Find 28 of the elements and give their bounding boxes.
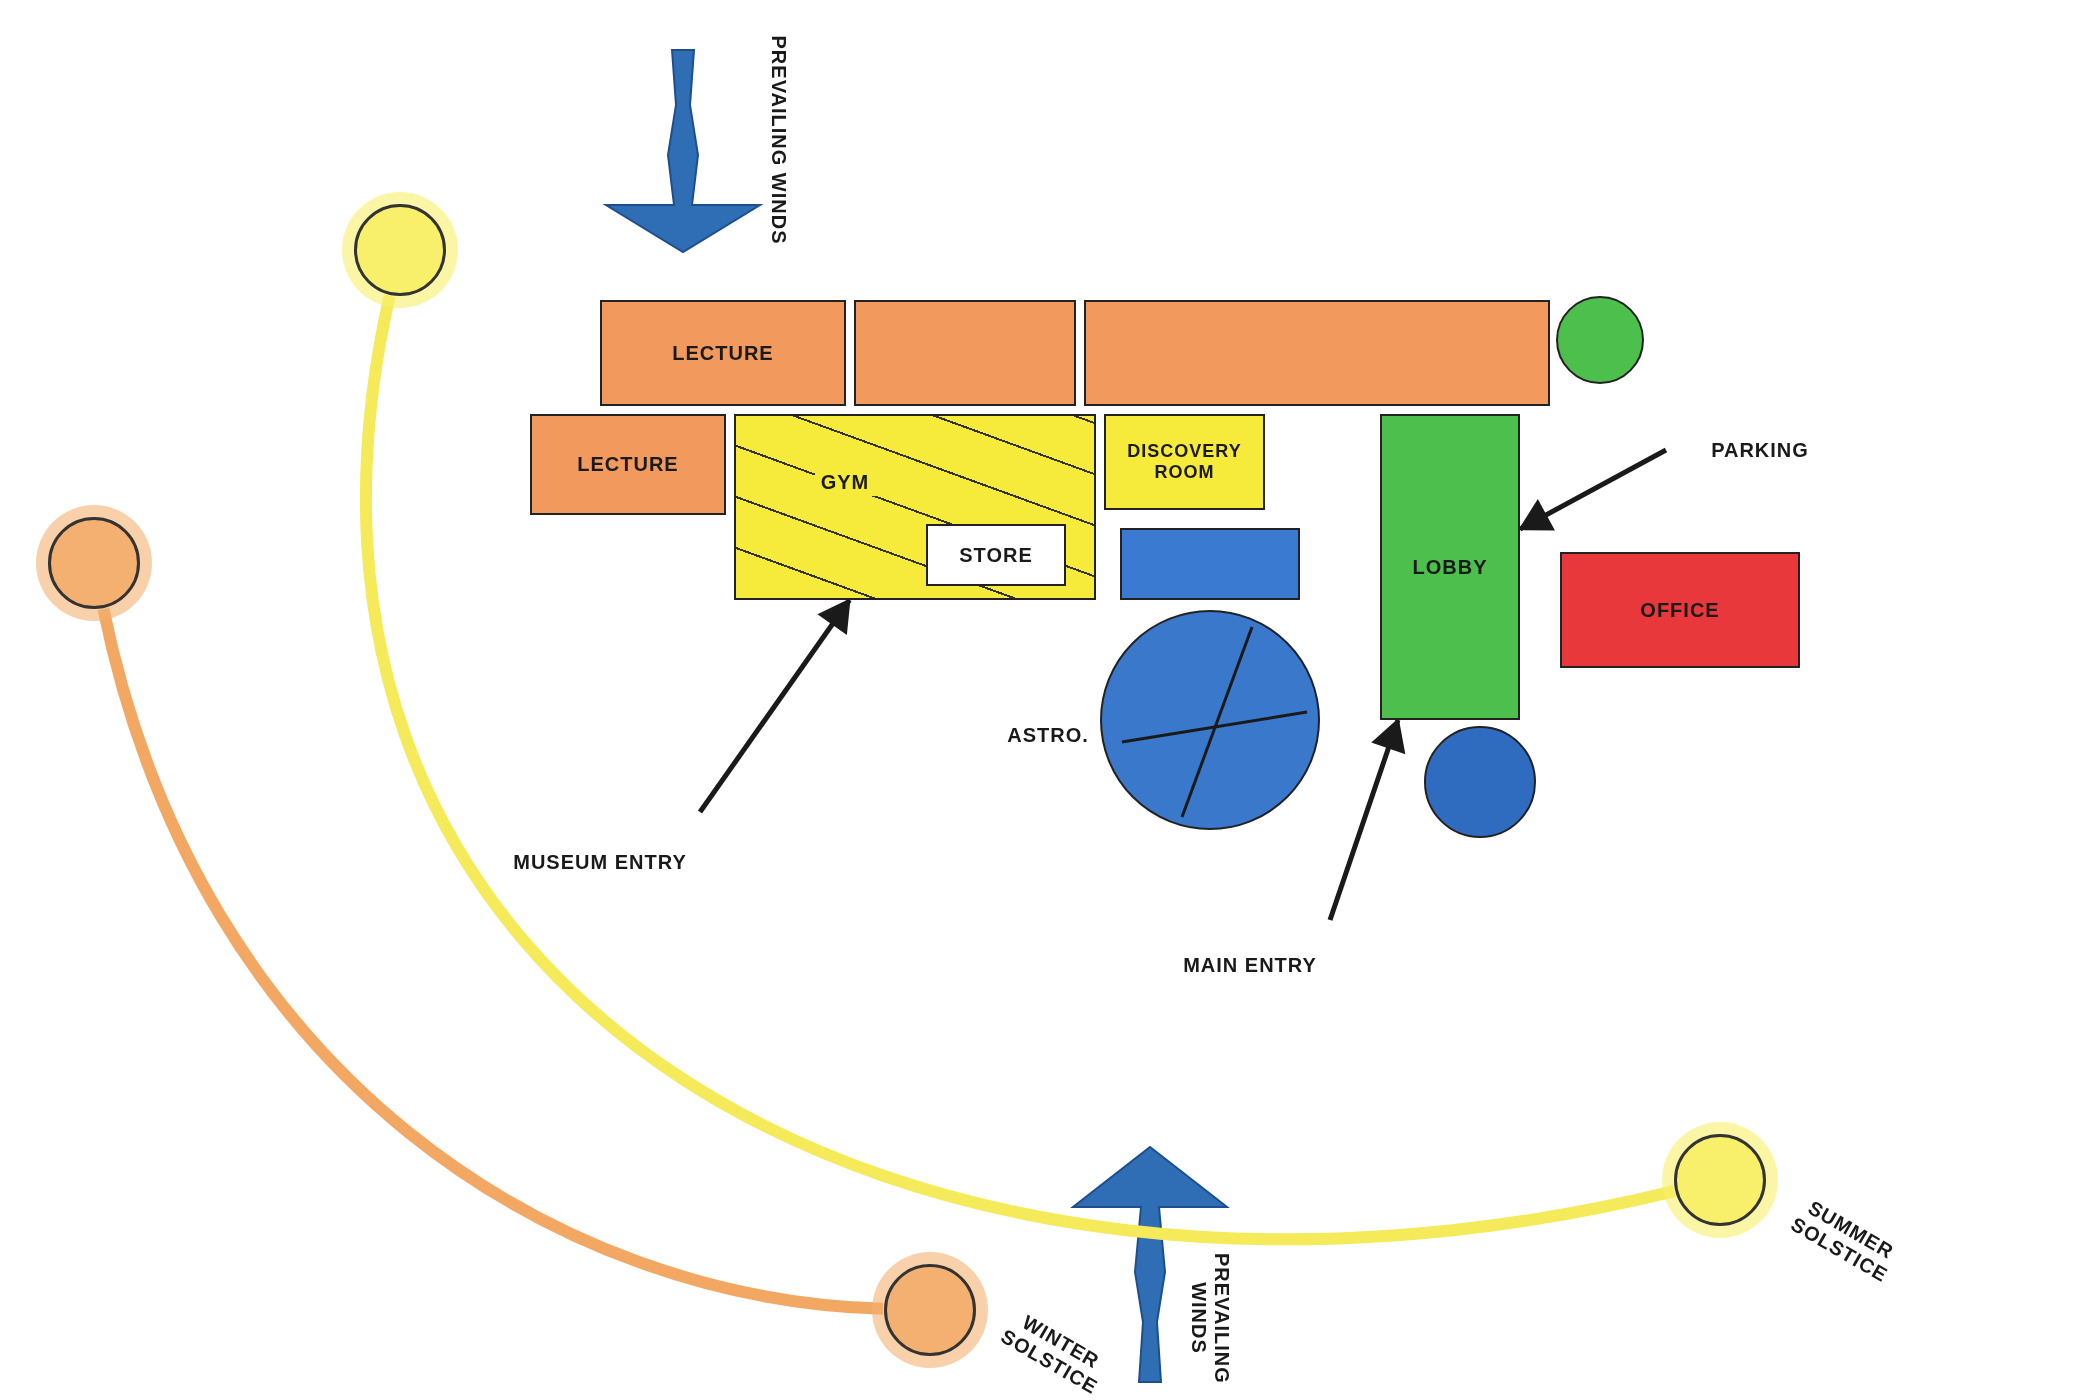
wind-label: PREVAILING WINDS <box>766 35 790 245</box>
room-block <box>854 300 1076 406</box>
room-block <box>530 414 726 515</box>
room-label: STORE <box>959 543 1033 567</box>
entry-arrow <box>1327 718 1406 921</box>
entry-label: MAIN ENTRY <box>1183 953 1317 977</box>
room-label: LECTURE <box>577 453 679 476</box>
room-label: LOBBY <box>1412 555 1488 579</box>
room-block <box>1104 414 1265 510</box>
sun-symbol <box>354 204 446 296</box>
entry-arrow <box>697 598 852 814</box>
sun-path-arc <box>97 607 884 1315</box>
sun-symbol <box>48 517 140 609</box>
room-label: OFFICE <box>1640 598 1720 622</box>
room-label: DISCOVERY ROOM <box>1126 441 1243 483</box>
room-label: ASTRO. <box>1007 723 1089 747</box>
room-block <box>1120 528 1300 600</box>
room-block <box>1380 414 1520 720</box>
wind-label: PREVAILING WINDS <box>1187 1253 1233 1383</box>
room-label: LECTURE <box>672 341 774 365</box>
sun-path-arc <box>361 295 1676 1246</box>
room-block <box>926 524 1066 586</box>
entry-label: PARKING <box>1711 438 1809 462</box>
entry-label: MUSEUM ENTRY <box>513 850 687 874</box>
room-block <box>1084 300 1550 406</box>
hatched-room-block <box>734 414 1096 600</box>
room-block <box>600 300 846 406</box>
room-block <box>1560 552 1800 668</box>
